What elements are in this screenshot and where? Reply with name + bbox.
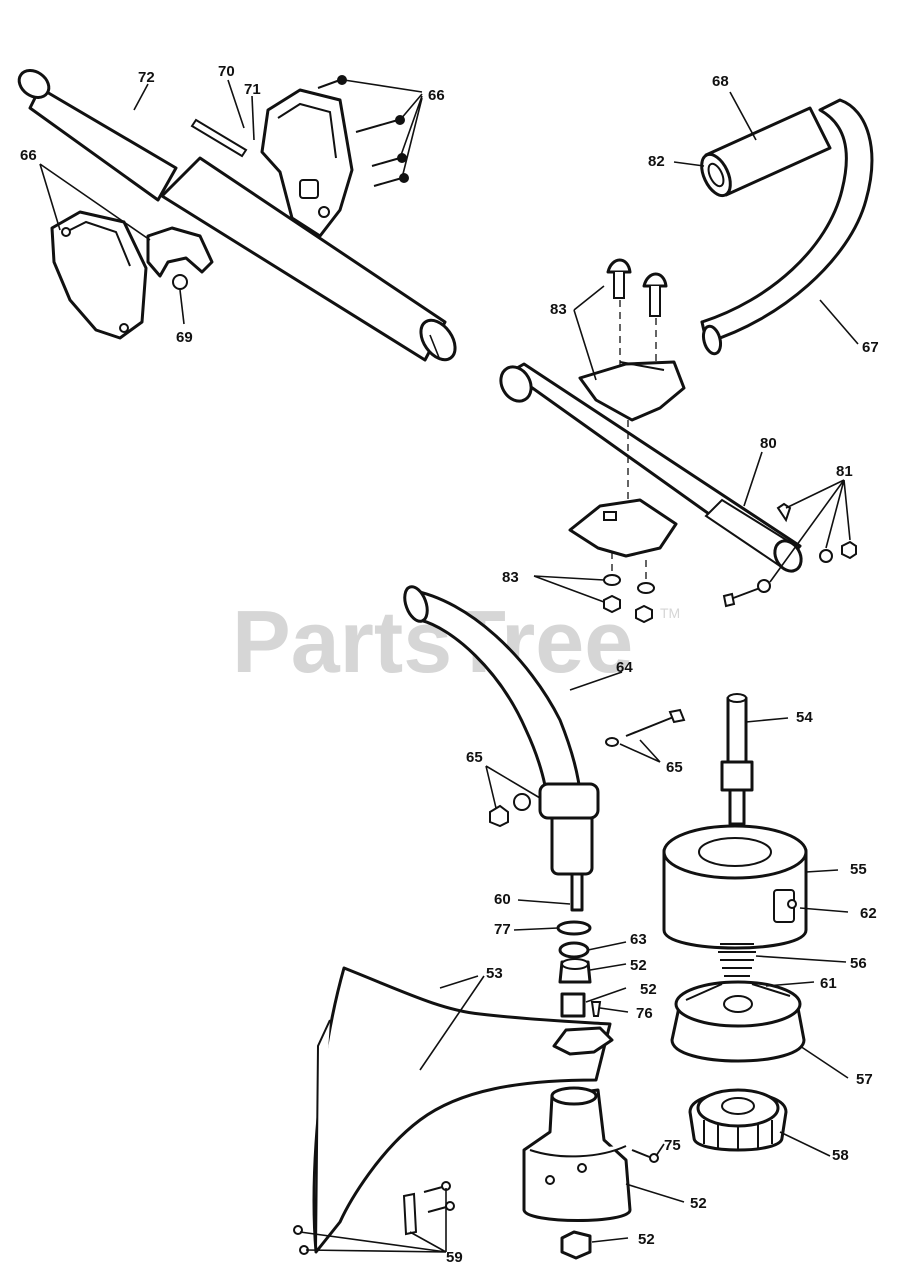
arbor-shaft-54[interactable]	[720, 693, 754, 826]
callout-52-bushing: 52	[630, 957, 647, 974]
washer-77[interactable]	[556, 920, 592, 936]
callout-63: 63	[630, 931, 647, 948]
bushing-52[interactable]	[558, 958, 592, 984]
pin-70[interactable]	[190, 118, 248, 158]
callout-52-nut: 52	[638, 1231, 655, 1248]
curved-tube-64[interactable]	[400, 584, 600, 912]
callout-83-top: 83	[550, 301, 567, 318]
callout-52-gearhead: 52	[690, 1195, 707, 1212]
sleeve-52[interactable]	[560, 992, 586, 1018]
callout-69: 69	[176, 329, 193, 346]
callout-59: 59	[446, 1249, 463, 1266]
callout-66-top: 66	[428, 87, 445, 104]
callout-72: 72	[138, 69, 155, 86]
trigger-lever[interactable]	[146, 226, 214, 290]
callout-71: 71	[244, 81, 261, 98]
screw-76[interactable]	[590, 1001, 602, 1017]
callout-80: 80	[760, 435, 777, 452]
callout-64: 64	[616, 659, 633, 676]
callout-65-right: 65	[666, 759, 683, 776]
spring-56[interactable]	[718, 943, 756, 977]
gearhead-52[interactable]	[522, 1086, 632, 1222]
washer-63[interactable]	[558, 941, 590, 959]
callout-66-left: 66	[20, 147, 37, 164]
bracket-lower-83[interactable]	[568, 498, 678, 558]
callout-61: 61	[820, 975, 837, 992]
callout-82: 82	[648, 153, 665, 170]
callout-62: 62	[860, 905, 877, 922]
debris-shield-53[interactable]	[312, 966, 614, 1254]
callout-53: 53	[486, 965, 503, 982]
callout-83-bottom: 83	[502, 569, 519, 586]
bump-knob-58[interactable]	[688, 1088, 788, 1152]
callout-77: 77	[494, 921, 511, 938]
foam-grip-68[interactable]	[696, 106, 832, 200]
watermark-trademark: TM	[660, 605, 680, 621]
callout-56: 56	[850, 955, 867, 972]
hardware-81[interactable]	[722, 502, 857, 608]
callout-67: 67	[862, 339, 879, 356]
washers-nuts-83[interactable]	[603, 574, 655, 624]
spool-57[interactable]	[670, 980, 806, 1063]
callout-54: 54	[796, 709, 813, 726]
clamp-housing-left-66[interactable]	[50, 210, 148, 340]
screw-75[interactable]	[631, 1149, 659, 1163]
callout-65-left: 65	[466, 749, 483, 766]
callout-75: 75	[664, 1137, 681, 1154]
spool-housing-55[interactable]	[662, 824, 808, 950]
drive-tube-72[interactable]	[14, 65, 462, 366]
callout-55: 55	[850, 861, 867, 878]
callout-58: 58	[832, 1147, 849, 1164]
callout-76: 76	[636, 1005, 653, 1022]
clamp-bolt-65[interactable]	[489, 708, 686, 828]
callout-52-sleeve: 52	[640, 981, 657, 998]
callout-68: 68	[712, 73, 729, 90]
handle-grip-67[interactable]	[700, 98, 874, 356]
carriage-bolts-83[interactable]	[606, 258, 668, 317]
nut-52[interactable]	[560, 1230, 592, 1260]
callout-70: 70	[218, 63, 235, 80]
clamp-housing-right-66[interactable]	[260, 88, 354, 238]
callout-57: 57	[856, 1071, 873, 1088]
callout-81: 81	[836, 463, 853, 480]
callout-60: 60	[494, 891, 511, 908]
bracket-upper-83[interactable]	[578, 360, 686, 422]
